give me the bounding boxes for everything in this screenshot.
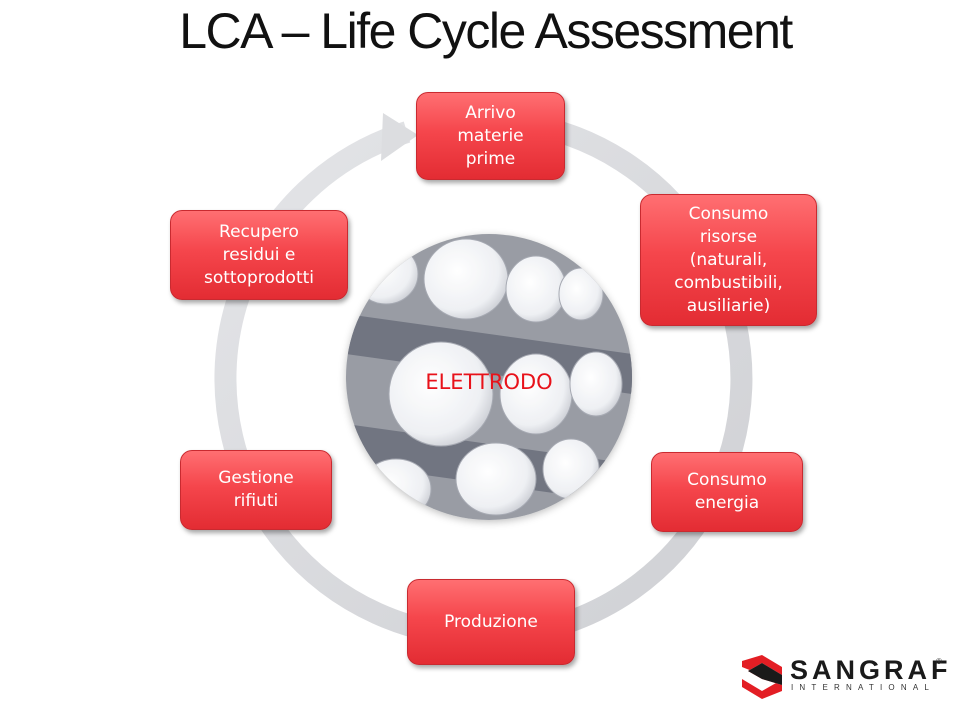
step-arrivo-materie-prime: Arrivo materie prime xyxy=(416,92,565,180)
step-consumo-energia: Consumo energia xyxy=(651,452,803,532)
electrode-image xyxy=(346,234,632,520)
logo-word: SANGRAF xyxy=(790,655,952,685)
step-consumo-risorse: Consumo risorse (naturali, combustibili,… xyxy=(640,194,817,326)
registered-mark: ® xyxy=(936,657,942,666)
page-title: LCA – Life Cycle Assessment xyxy=(179,3,793,59)
center-label: ELETTRODO xyxy=(425,370,553,394)
sangraf-logo: SANGRAF ® INTERNATIONAL xyxy=(740,653,950,699)
cycle-arrowhead-icon xyxy=(381,113,418,161)
step-produzione: Produzione xyxy=(407,579,575,665)
sangraf-mark-icon xyxy=(742,655,782,699)
step-recupero-residui: Recupero residui e sottoprodotti xyxy=(170,210,348,300)
step-gestione-rifiuti: Gestione rifiuti xyxy=(180,450,332,530)
logo-subtitle: INTERNATIONAL xyxy=(791,683,936,692)
